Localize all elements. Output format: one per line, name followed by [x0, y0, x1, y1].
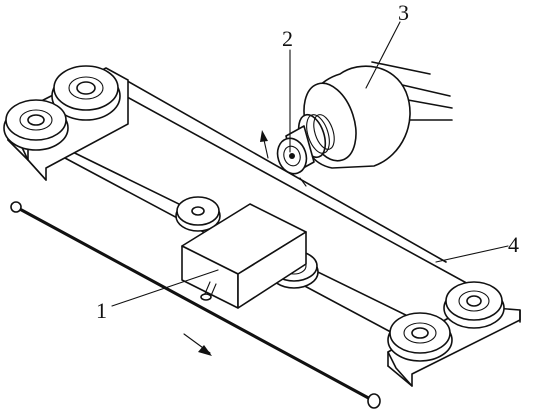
belt-upper-far-edge [107, 69, 447, 263]
leader-line-4 [435, 245, 509, 263]
label-part-4: 4 [508, 232, 519, 257]
right-front-pulley [387, 312, 453, 362]
rotation-arrow-line [263, 139, 269, 159]
guide-rod-body [11, 203, 379, 405]
guide-rod-end-left [10, 201, 22, 213]
idler-pulley-upper [175, 196, 221, 232]
right-rear-pulley [443, 281, 505, 329]
left-bracket-edge [27, 159, 47, 181]
motor-rear-line [371, 61, 431, 75]
left-front-pulley [3, 99, 69, 151]
rotation-arrow [260, 130, 307, 187]
drive-roller-axis [289, 153, 295, 159]
label-part-2: 2 [282, 26, 293, 51]
left-bracket-edge [7, 139, 29, 161]
drive-roller [276, 125, 315, 175]
motion-arrow [183, 333, 212, 356]
guide-rod-end-right [367, 393, 381, 409]
rotation-arrow-head [260, 130, 268, 142]
motor-rear-line [397, 83, 451, 97]
right-bracket-edge [387, 365, 413, 387]
carriage-pin-foot [200, 293, 212, 301]
motion-arrow-head [198, 345, 212, 356]
rotation-arrow-tail [299, 177, 307, 187]
left-rear-pulley [51, 65, 121, 121]
leader-line-1 [111, 269, 219, 307]
belt-return-edge [117, 91, 473, 287]
motor [297, 61, 453, 169]
leader-line-3 [365, 21, 401, 89]
motor-rear-line [407, 99, 453, 109]
carriage-block [181, 203, 307, 309]
label-part-1: 1 [96, 298, 107, 323]
carriage-side-face [237, 231, 307, 309]
guide-rod [10, 201, 381, 409]
label-part-3: 3 [398, 0, 409, 25]
